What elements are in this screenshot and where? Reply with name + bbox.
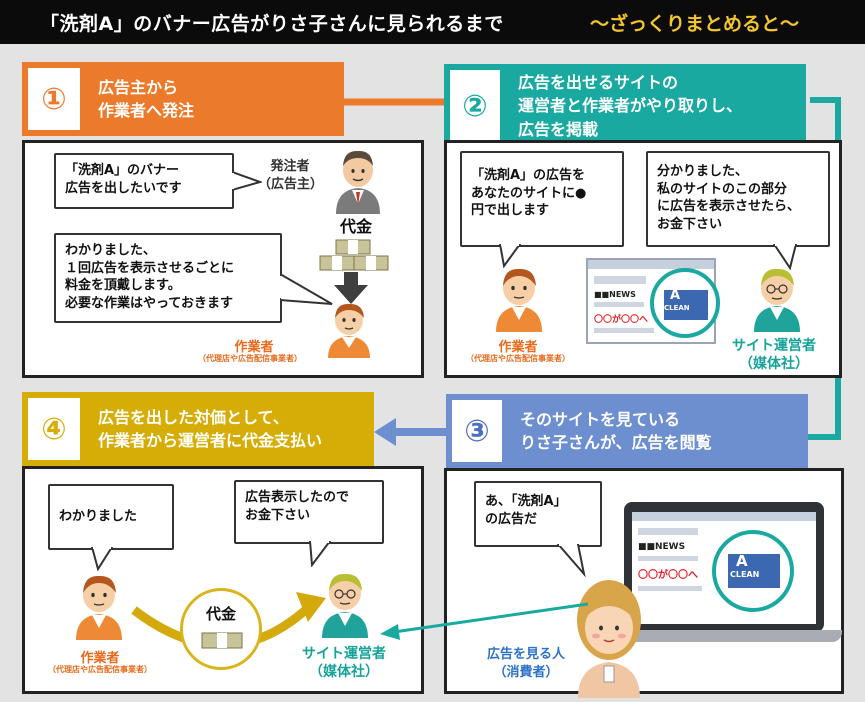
panel2-bubble-tail-2 [772,244,798,270]
panel1-worker-label: 作業者 [234,340,274,355]
panel2-site-label: サイト運営者 （媒体社） [732,338,816,373]
step-3-line2: りさ子さんが、広告を閲覧 [520,433,712,452]
panel2-worker-sublabel: （代理店や広告配信事業者） [466,354,570,363]
title-bar [0,0,865,44]
down-arrow-icon [334,272,368,304]
panel4-bubble-tail-2 [308,541,332,567]
step-1-line2: 作業者へ発注 [98,101,195,120]
worker-person-icon [328,303,370,358]
panel4-site-label: サイト運営者 （媒体社） [302,646,386,681]
advertiser-label: 発注者 （広告主） [258,159,324,193]
panel4-bubble-worker: わかりました [48,484,174,550]
panel2-bubble-tail-1 [498,244,522,268]
panel4-site-operator-icon [322,573,368,638]
step-3-header: ③ そのサイトを見ているりさ子さんが、広告を閲覧 [446,394,808,468]
step-2-header: ② 広告を出せるサイトの運営者と作業者がやり取りし、広告を掲載 [444,64,806,148]
step-3-number: ③ [452,400,502,462]
panel4-worker-sublabel: （代理店や広告配信事業者） [48,665,152,674]
panel4-money-circle: 代金 [180,588,262,670]
panel4-worker-icon [76,575,122,640]
step-4-header: ④ 広告を出した対価として、作業者から運営者に代金支払い [22,392,374,466]
money-bill-icon [201,632,243,649]
flow-arrow-3-4 [374,418,396,446]
panel1-worker-sublabel: （代理店や広告配信事業者） [198,354,302,363]
step-4-number: ④ [28,398,80,460]
money-stack-icon [319,239,389,271]
page-subtitle: 〜ざっくりまとめると〜 [590,13,800,35]
step-1-number: ① [28,68,80,130]
page-title: 「洗剤A」のバナー広告がりさ子さんに見られるまで [40,13,504,35]
panel4-bubble-tail-1 [90,547,114,571]
panel1-bubble-advertiser: 「洗剤A」のバナー 広告を出したいです [54,153,234,209]
step-2-line1: 広告を出せるサイトの [518,73,679,93]
step-2-line2: 運営者と作業者がやり取りし、 [518,96,743,116]
panel1-bubble-tail-1 [232,170,262,192]
step-3-line1: そのサイトを見ている [520,409,681,429]
panel2-bubble-site: 分かりました、 私のサイトのこの部分 に広告を表示させたら、 お金下さい [646,151,830,247]
panel2-ad-highlight: A CLEAN [650,268,720,338]
panel2-worker-icon [496,268,542,332]
panel1-bubble-worker: わかりました、 １回広告を表示させるごとに 料金を頂戴します。 必要な作業はやっ… [54,233,282,323]
panel1-money-label: 代金 [339,217,372,236]
step-4-line1: 広告を出した対価として、 [98,407,289,427]
panel2-bubble-worker: 「洗剤A」の広告を あなたのサイトに● 円で出します [460,151,624,247]
step-4-line2: 作業者から運営者に代金支払い [98,431,323,450]
step-1-header: ① 広告主から作業者へ発注 [22,62,344,136]
step-1-line1: 広告主から [98,77,179,97]
advertiser-person-icon [336,150,380,214]
panel2-worker-label: 作業者 [498,340,538,355]
panel4-worker-label: 作業者 [80,651,120,666]
viewer-person-icon [577,580,641,698]
panel3-bubble-tail [556,544,586,578]
panel4-bubble-site: 広告表示したので お金下さい [234,480,384,544]
panel2-site-operator-icon [754,268,800,332]
panel3-bubble-viewer: あ、「洗剤A」 の広告だ [474,481,602,547]
panel3-ad-highlight: A CLEAN [712,530,794,612]
laptop-base [606,630,842,642]
step-2-line3: 広告を掲載 [518,119,599,139]
step-2-number: ② [450,70,500,142]
panel1-bubble-tail-2 [280,272,333,305]
viewer-label: 広告を見る人 （消費者） [486,647,565,680]
